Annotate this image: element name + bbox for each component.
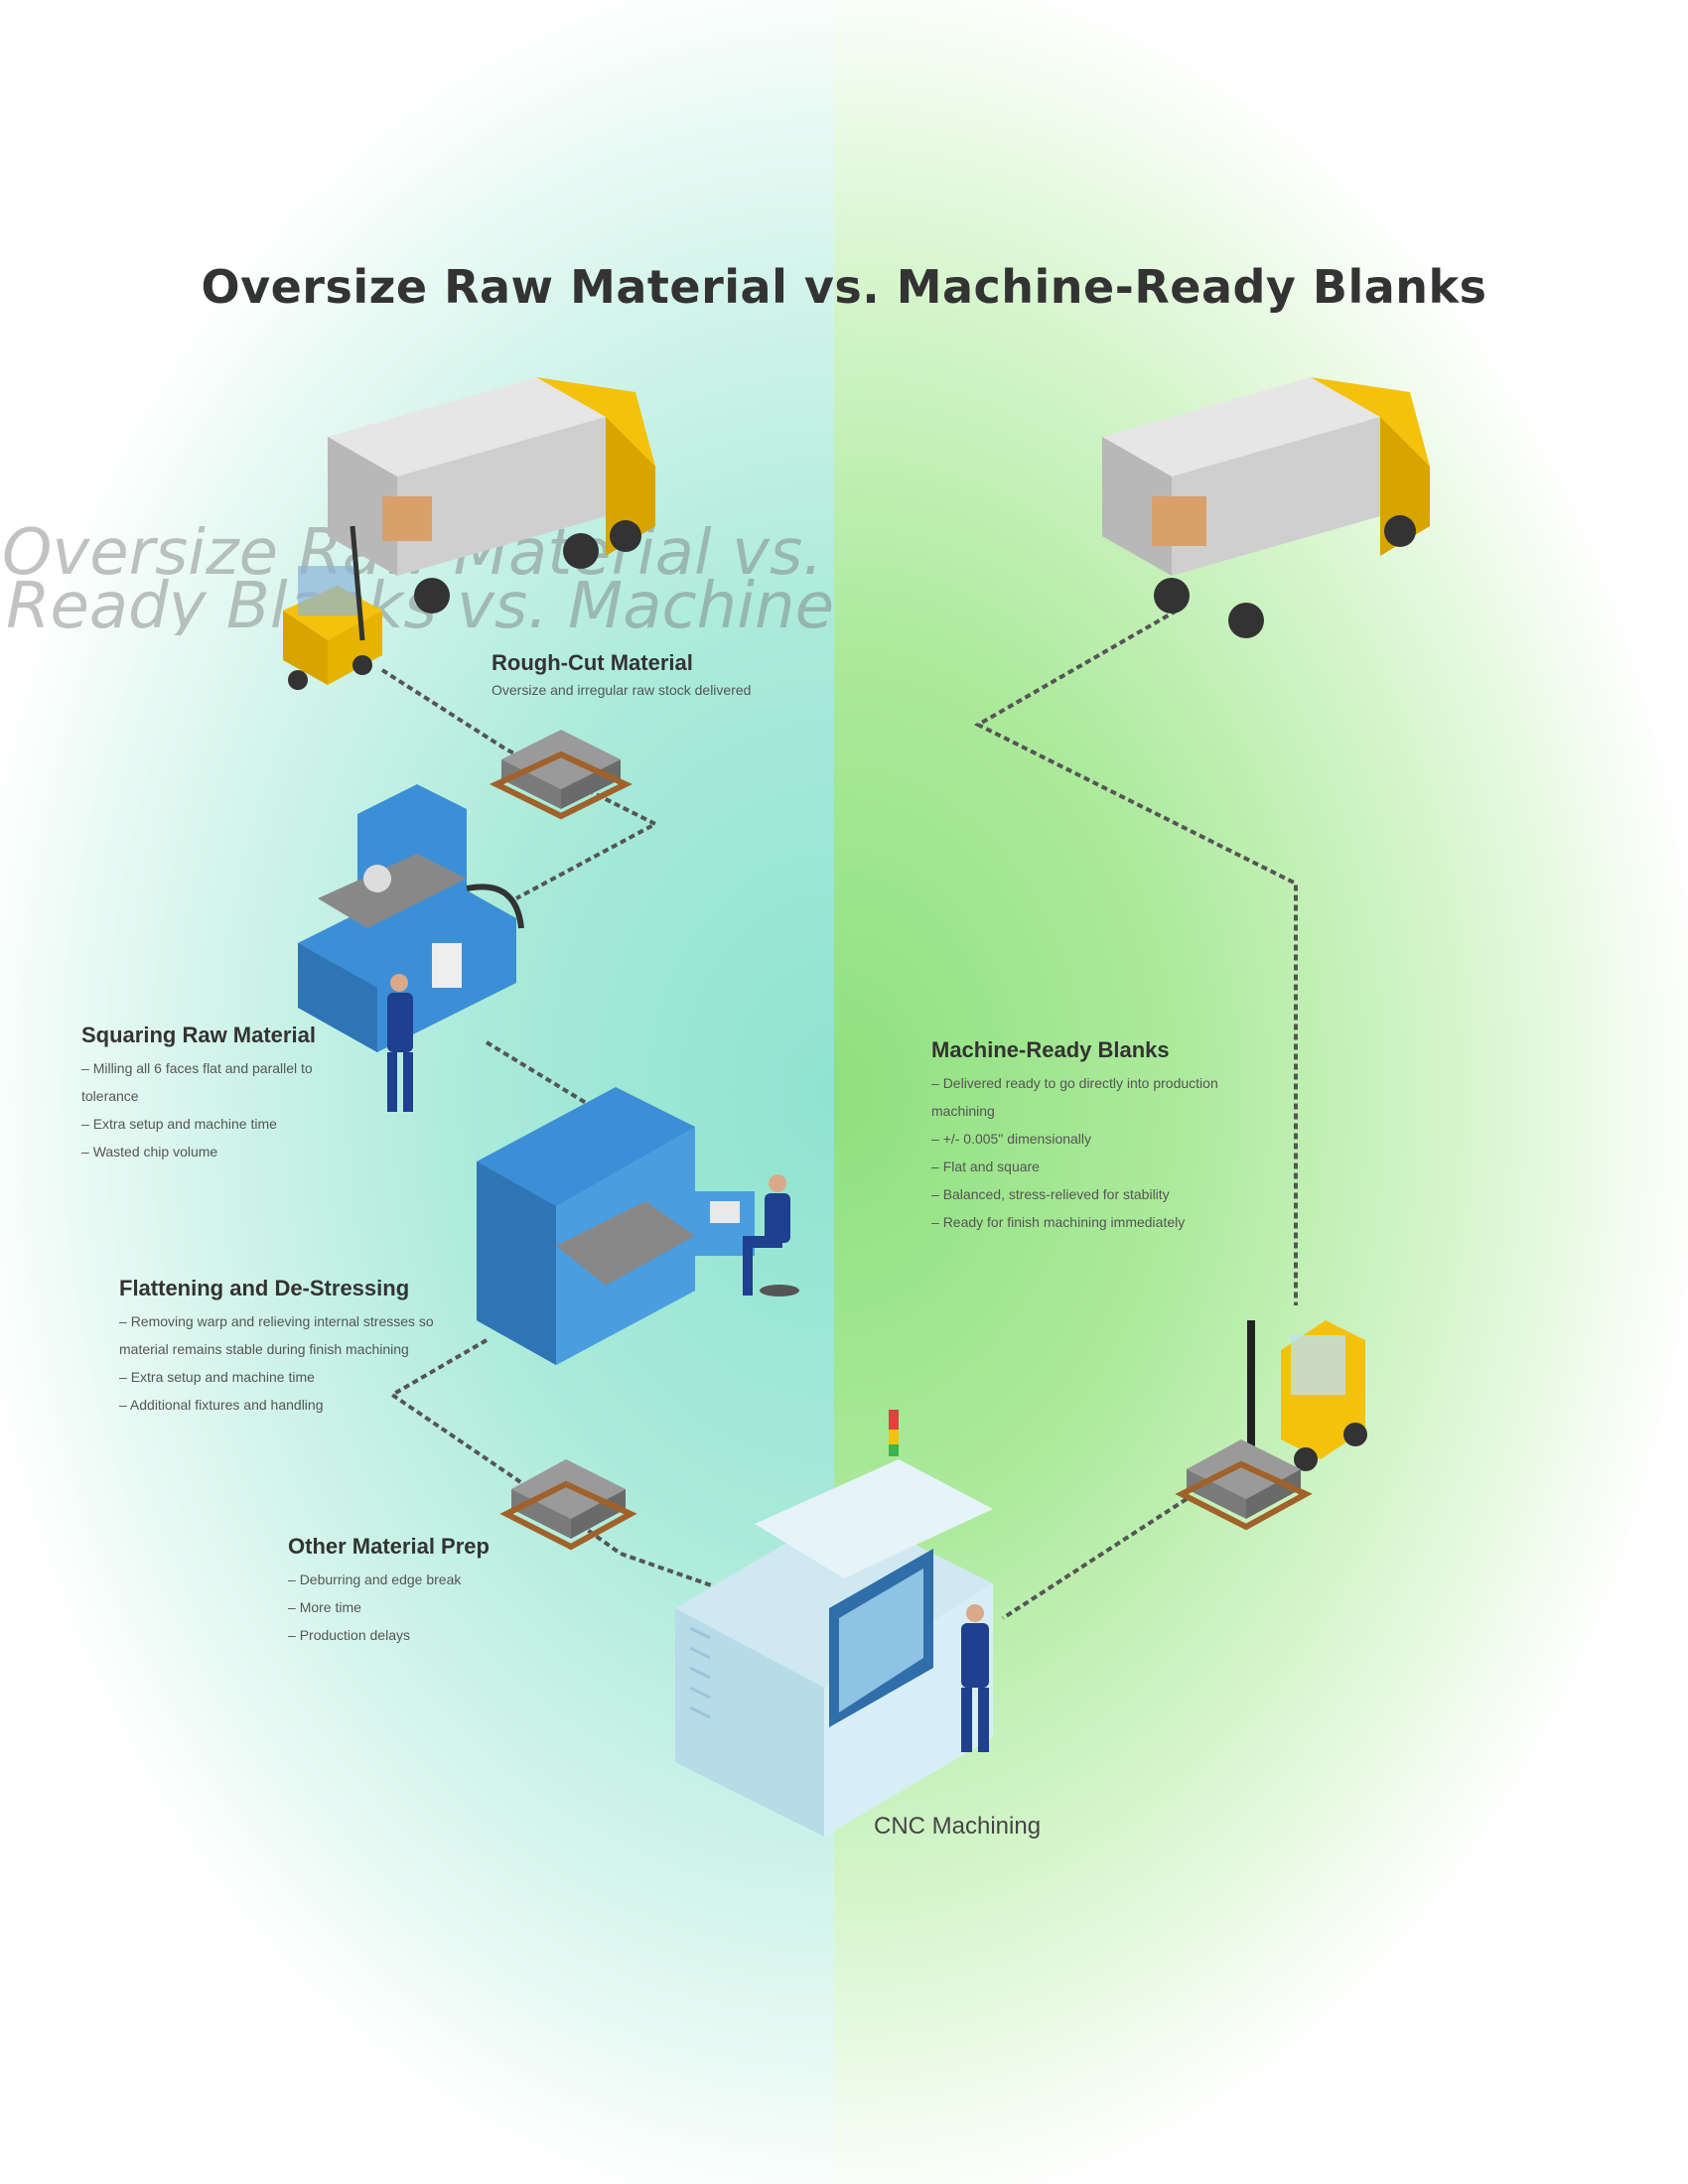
other-prep-title: Other Material Prep	[288, 1534, 490, 1559]
blanks-title: Machine-Ready Blanks	[931, 1037, 1170, 1062]
forklift-right	[1247, 1320, 1367, 1471]
milling-machine-1	[298, 784, 524, 1052]
delivery-truck-left	[328, 377, 655, 614]
rough-cut-title: Rough-Cut Material	[492, 650, 693, 675]
other-prep-bullets: Deburring and edge break More time Produ…	[288, 1566, 586, 1649]
other-prep-bullet: Deburring and edge break	[288, 1566, 586, 1593]
flattening-bullets: Removing warp and relieving internal str…	[119, 1307, 457, 1419]
material-pallet-1	[490, 730, 633, 820]
machine-ready-blanks-label: Machine-Ready Blanks Delivered ready to …	[931, 1037, 1269, 1236]
page-title: Oversize Raw Material vs. Machine-Ready …	[201, 260, 1487, 314]
flattening-bullet: Additional fixtures and handling	[119, 1391, 457, 1419]
blanks-bullet: Ready for finish machining immediately	[931, 1208, 1269, 1236]
other-prep-bullet: More time	[288, 1593, 586, 1621]
forklift-left	[283, 525, 382, 690]
worker-1	[387, 974, 413, 1112]
delivery-truck-right	[1102, 377, 1430, 638]
other-prep-bullet: Production delays	[288, 1621, 586, 1649]
blanks-bullet: +/- 0.005" dimensionally	[931, 1125, 1269, 1153]
milling-machine-2	[477, 1087, 755, 1365]
blanks-bullets: Delivered ready to go directly into prod…	[931, 1069, 1269, 1236]
flattening-bullet: Removing warp and relieving internal str…	[119, 1307, 457, 1363]
blanks-bullet: Balanced, stress-relieved for stability	[931, 1180, 1269, 1208]
blanks-bullet: Delivered ready to go directly into prod…	[931, 1069, 1269, 1125]
flattening-label: Flattening and De-Stressing Removing war…	[119, 1276, 457, 1419]
blanks-bullet: Flat and square	[931, 1153, 1269, 1180]
squaring-bullet: Milling all 6 faces flat and parallel to…	[81, 1054, 369, 1110]
other-prep-label: Other Material Prep Deburring and edge b…	[288, 1534, 586, 1649]
rough-cut-label: Rough-Cut Material Oversize and irregula…	[492, 650, 819, 698]
rough-cut-subtitle: Oversize and irregular raw stock deliver…	[492, 682, 752, 698]
right-flow-path	[973, 609, 1298, 1620]
worker-3	[961, 1604, 989, 1752]
squaring-bullet: Extra setup and machine time	[81, 1110, 369, 1138]
squaring-bullets: Milling all 6 faces flat and parallel to…	[81, 1054, 369, 1165]
cnc-machine	[675, 1410, 993, 1837]
material-pallet-2	[499, 1459, 637, 1551]
squaring-label: Squaring Raw Material Milling all 6 face…	[81, 1023, 369, 1165]
cnc-machining-label: CNC Machining	[874, 1813, 1042, 1840]
material-pallet-3	[1175, 1439, 1313, 1531]
flattening-title: Flattening and De-Stressing	[119, 1276, 410, 1300]
squaring-title: Squaring Raw Material	[81, 1023, 316, 1047]
squaring-bullet: Wasted chip volume	[81, 1138, 369, 1165]
worker-2	[743, 1174, 799, 1297]
flattening-bullet: Extra setup and machine time	[119, 1363, 457, 1391]
